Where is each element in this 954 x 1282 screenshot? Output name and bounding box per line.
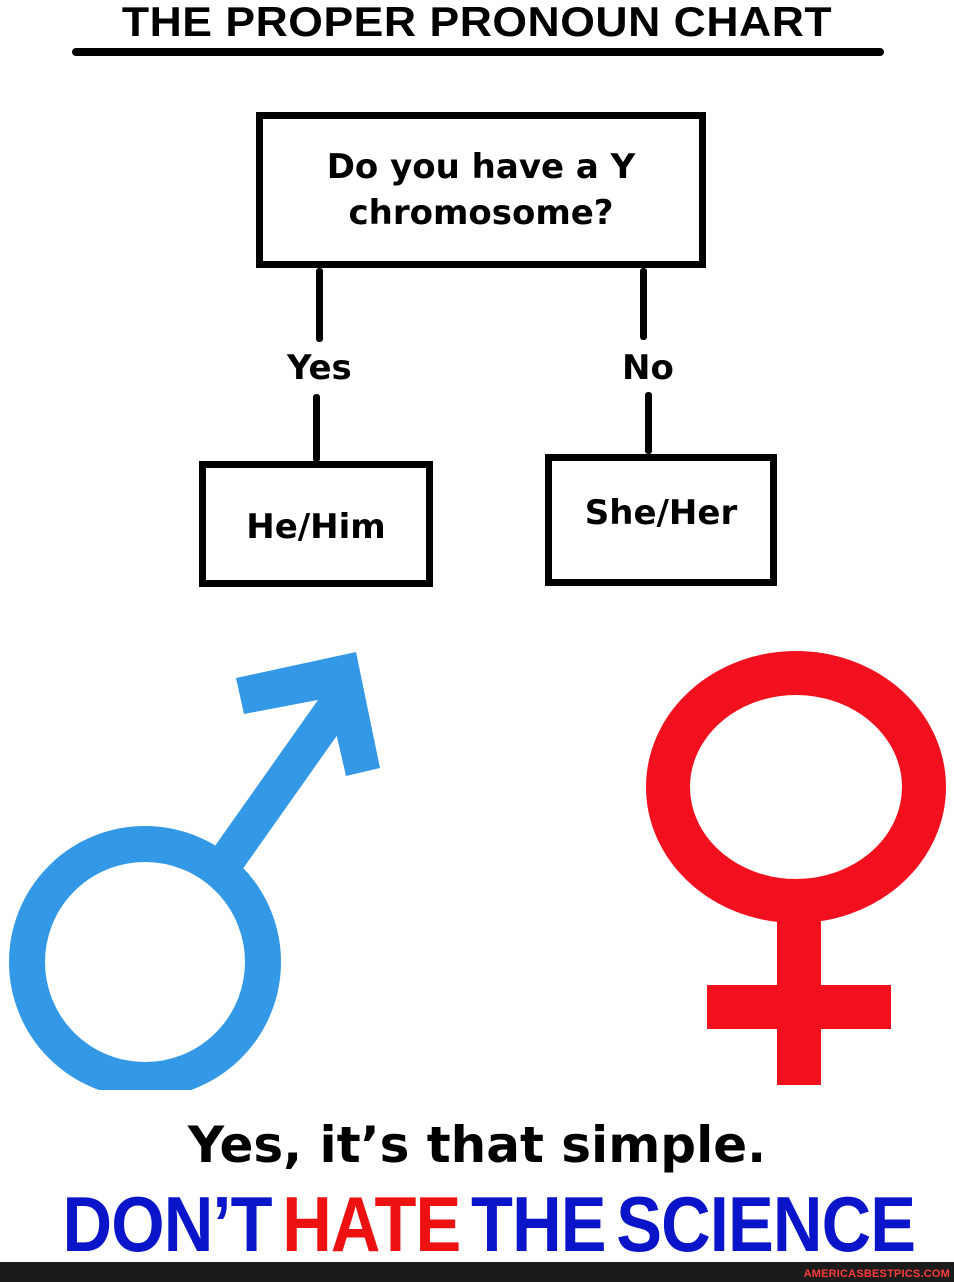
slogan-word-the: THE [471, 1180, 607, 1268]
watermark: AMERICASBESTPICS.COM [803, 1268, 950, 1280]
caption: Yes, it’s that simple. [187, 1116, 767, 1174]
result-she-her: She/Her [584, 493, 738, 533]
slogan-word-hate: HATE [282, 1180, 461, 1268]
result-he-him: He/Him [246, 507, 386, 547]
result-box-she-her: She/Her [545, 454, 777, 586]
question-line-1: Do you have a Y [326, 147, 636, 187]
title-underline [72, 48, 884, 56]
male-symbol-icon [9, 652, 380, 1090]
connector-yes-lower [313, 394, 320, 462]
connector-no-lower [645, 392, 652, 454]
branch-label-yes: Yes [287, 348, 352, 388]
female-symbol-icon [646, 651, 946, 1085]
connector-no-upper [640, 268, 647, 340]
connector-yes-upper [316, 268, 323, 342]
branch-label-no: No [622, 348, 674, 388]
footer-bar: AMERICASBESTPICS.COM [0, 1262, 954, 1282]
slogan-word-dont: DON’T [62, 1180, 273, 1268]
question-box: Do you have a Y chromosome? [256, 112, 706, 268]
slogan-word-science: SCIENCE [616, 1180, 916, 1268]
chart-title: THE PROPER PRONOUN CHART [121, 0, 833, 45]
result-box-he-him: He/Him [199, 461, 433, 587]
question-line-2: chromosome? [348, 193, 614, 233]
